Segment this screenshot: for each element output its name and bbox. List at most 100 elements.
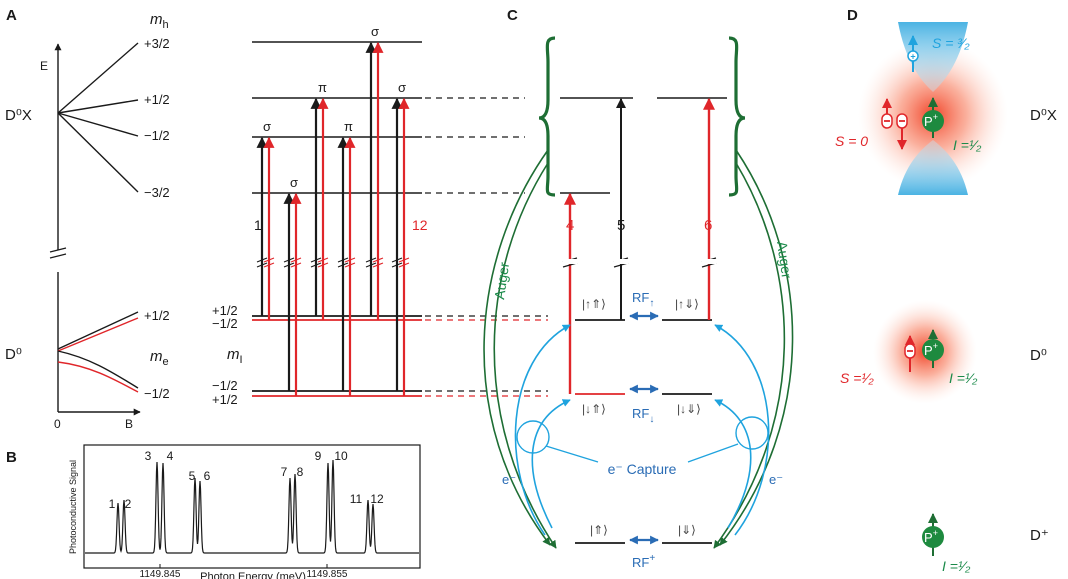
break-mark (398, 257, 410, 263)
break-mark (365, 257, 377, 263)
pair-spin-label: S = 0 (835, 133, 868, 149)
transition-6-label: 6 (704, 217, 712, 234)
break-gap (563, 259, 577, 264)
x-tick-label: 1149.855 (307, 569, 348, 579)
break-mark (290, 257, 302, 263)
right-brace (728, 36, 746, 197)
break-gap (614, 259, 628, 264)
sigma-label: σ (290, 175, 298, 190)
spectrum-trace (85, 459, 419, 554)
nuclear-spin-label: I =¹⁄₂ (949, 370, 978, 386)
hole-zeeman-fan (57, 42, 139, 193)
panel-a-label: A (6, 7, 17, 24)
state-ket: |⇓⟩ (678, 523, 696, 537)
auger-label-right: Auger (774, 240, 795, 280)
energy-axis-label: E (40, 59, 48, 73)
me-value: +1/2 (144, 308, 170, 323)
sigma-label: σ (398, 80, 406, 95)
phosphorus-nucleus (922, 110, 944, 132)
capture-label: e⁻ Capture (608, 461, 677, 477)
mi-label: mI (227, 346, 243, 366)
break-mark (256, 262, 268, 268)
hole-plus-icon (907, 50, 919, 62)
peak-label: 1 (109, 497, 116, 511)
nucleus-label: P+ (924, 341, 938, 358)
panel-a: A E B 0 D⁰X D⁰ +3/2 +1/2 −1/2 −3/2 mh (5, 7, 548, 431)
electron-zeeman (57, 311, 139, 393)
auger-label-left: Auger (491, 261, 512, 301)
c-ground-levels (575, 319, 712, 544)
hole-lobe-bottom (898, 140, 968, 195)
x-tick-label: 1149.845 (140, 569, 181, 579)
optical-transitions (256, 41, 410, 396)
transition-number-12: 12 (412, 217, 428, 233)
break-mark (337, 262, 349, 268)
capture-pointer (687, 443, 739, 463)
c-excited-levels (560, 97, 727, 194)
me-label: me (150, 348, 169, 368)
panel-c-label: C (507, 7, 518, 24)
break-mark (263, 257, 275, 263)
break-gap (702, 259, 716, 264)
state-ket: |↑⇑⟩ (582, 297, 606, 311)
d0x-dashed-links (425, 97, 525, 194)
break-mark (310, 257, 322, 263)
panel-c: C (483, 7, 795, 570)
break-mark (344, 262, 356, 268)
electron-label: e⁻ (769, 472, 783, 487)
peak-label: 10 (334, 449, 348, 463)
state-d0: D⁰ (1030, 347, 1047, 364)
mi-value: −1/2 (212, 378, 238, 393)
break-mark (391, 262, 403, 268)
panel-b: B 1149.845 1149.855 Photon Energy (meV) … (6, 444, 421, 579)
break-mark (372, 262, 384, 268)
phosphorus-nucleus (922, 339, 944, 361)
peak-label: 9 (315, 449, 322, 463)
nuclear-spin-label: I =¹⁄₂ (953, 137, 982, 153)
d0-dashed-links (425, 315, 548, 397)
capture-circle-right (735, 416, 769, 450)
d0-levels (252, 315, 422, 397)
break-mark (344, 257, 356, 263)
d0x-label: D⁰X (5, 107, 32, 124)
phosphorus-nucleus (922, 526, 944, 548)
electron-label: e⁻ (502, 472, 516, 487)
peak-label: 3 (145, 449, 152, 463)
capture-pointer (545, 445, 599, 463)
nuclear-spin-label: I =¹⁄₂ (942, 558, 971, 574)
hole-spin-label: S = ³⁄₂ (932, 35, 970, 51)
sigma-label: σ (263, 119, 271, 134)
break-mark (290, 262, 302, 268)
mh-value: +1/2 (144, 92, 170, 107)
transition-5-label: 5 (617, 217, 625, 234)
sigma-label: σ (371, 24, 379, 39)
field-axis-label: B (125, 417, 133, 431)
break-mark (337, 257, 349, 263)
axis-break-mark (49, 253, 67, 259)
mh-value: +3/2 (144, 36, 170, 51)
spectrum-frame (83, 444, 421, 569)
nucleus-label: P+ (924, 112, 938, 129)
rf-up-label: RF↑ (632, 290, 654, 309)
transition-4-label: 4 (566, 217, 574, 234)
x-axis-label: Photon Energy (meV) (200, 571, 306, 579)
panel-d-label: D (847, 7, 858, 24)
pi-label: π (344, 119, 353, 134)
capture-circle-left (516, 420, 550, 454)
state-d0x: D⁰X (1030, 107, 1057, 124)
state-dplus: D⁺ (1030, 527, 1049, 544)
d0-label: D⁰ (5, 346, 22, 363)
peak-label: 12 (370, 492, 384, 506)
break-mark (263, 262, 275, 268)
electron-spin-label: S =¹⁄₂ (840, 370, 874, 386)
y-axis-label: Photoconductive Signal (68, 460, 78, 554)
break-mark (283, 262, 295, 268)
peak-label: 4 (167, 449, 174, 463)
break-mark (310, 262, 322, 268)
peak-label: 2 (125, 497, 132, 511)
panel-b-label: B (6, 449, 17, 466)
state-ket: |↓⇓⟩ (677, 402, 701, 416)
transition-number-1: 1 (254, 217, 262, 233)
peak-label: 11 (350, 492, 363, 506)
